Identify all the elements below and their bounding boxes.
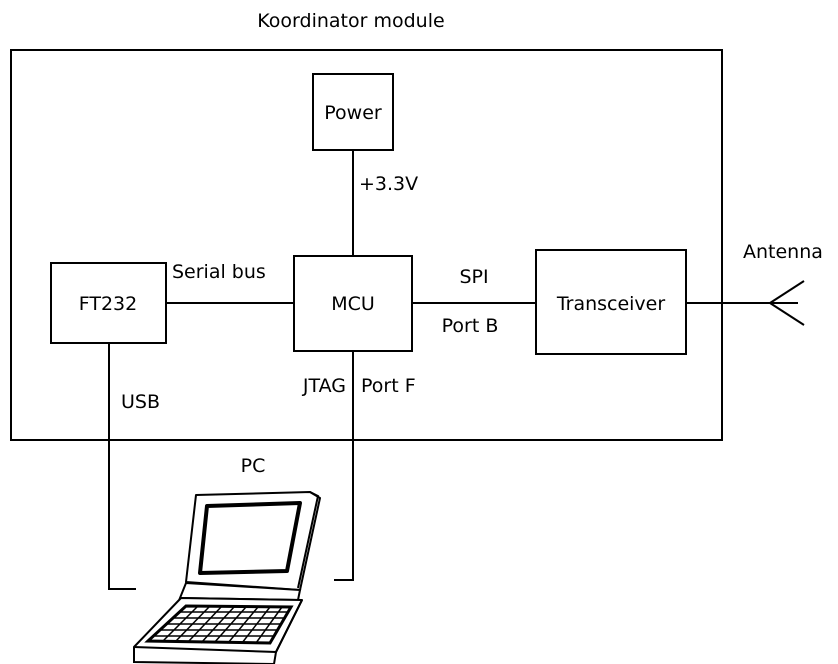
spi-label: SPI — [459, 266, 488, 288]
wires — [108, 150, 798, 590]
antenna-icon — [769, 280, 805, 326]
mcu-label: MCU — [331, 293, 375, 315]
usb-label: USB — [121, 391, 160, 413]
laptop-icon — [133, 491, 321, 664]
module-boundary — [10, 49, 723, 441]
jtag-label: JTAG — [302, 375, 346, 397]
power-block: Power — [312, 73, 394, 151]
ft232-block: FT232 — [50, 262, 167, 344]
power-voltage-label: +3.3V — [359, 173, 418, 195]
transceiver-block: Transceiver — [535, 249, 687, 355]
port-b-label: Port B — [442, 315, 499, 337]
power-label: Power — [324, 102, 382, 124]
pc-label: PC — [241, 455, 266, 477]
ft232-label: FT232 — [79, 293, 137, 315]
mcu-block: MCU — [293, 255, 413, 352]
module-title: Koordinator module — [257, 10, 444, 32]
wire-mcu-pc — [334, 351, 354, 581]
antenna-label: Antenna — [743, 241, 823, 263]
serial-bus-label: Serial bus — [172, 261, 266, 283]
port-f-label: Port F — [361, 375, 416, 397]
transceiver-label: Transceiver — [556, 293, 666, 315]
wire-ft232-pc — [108, 343, 136, 590]
